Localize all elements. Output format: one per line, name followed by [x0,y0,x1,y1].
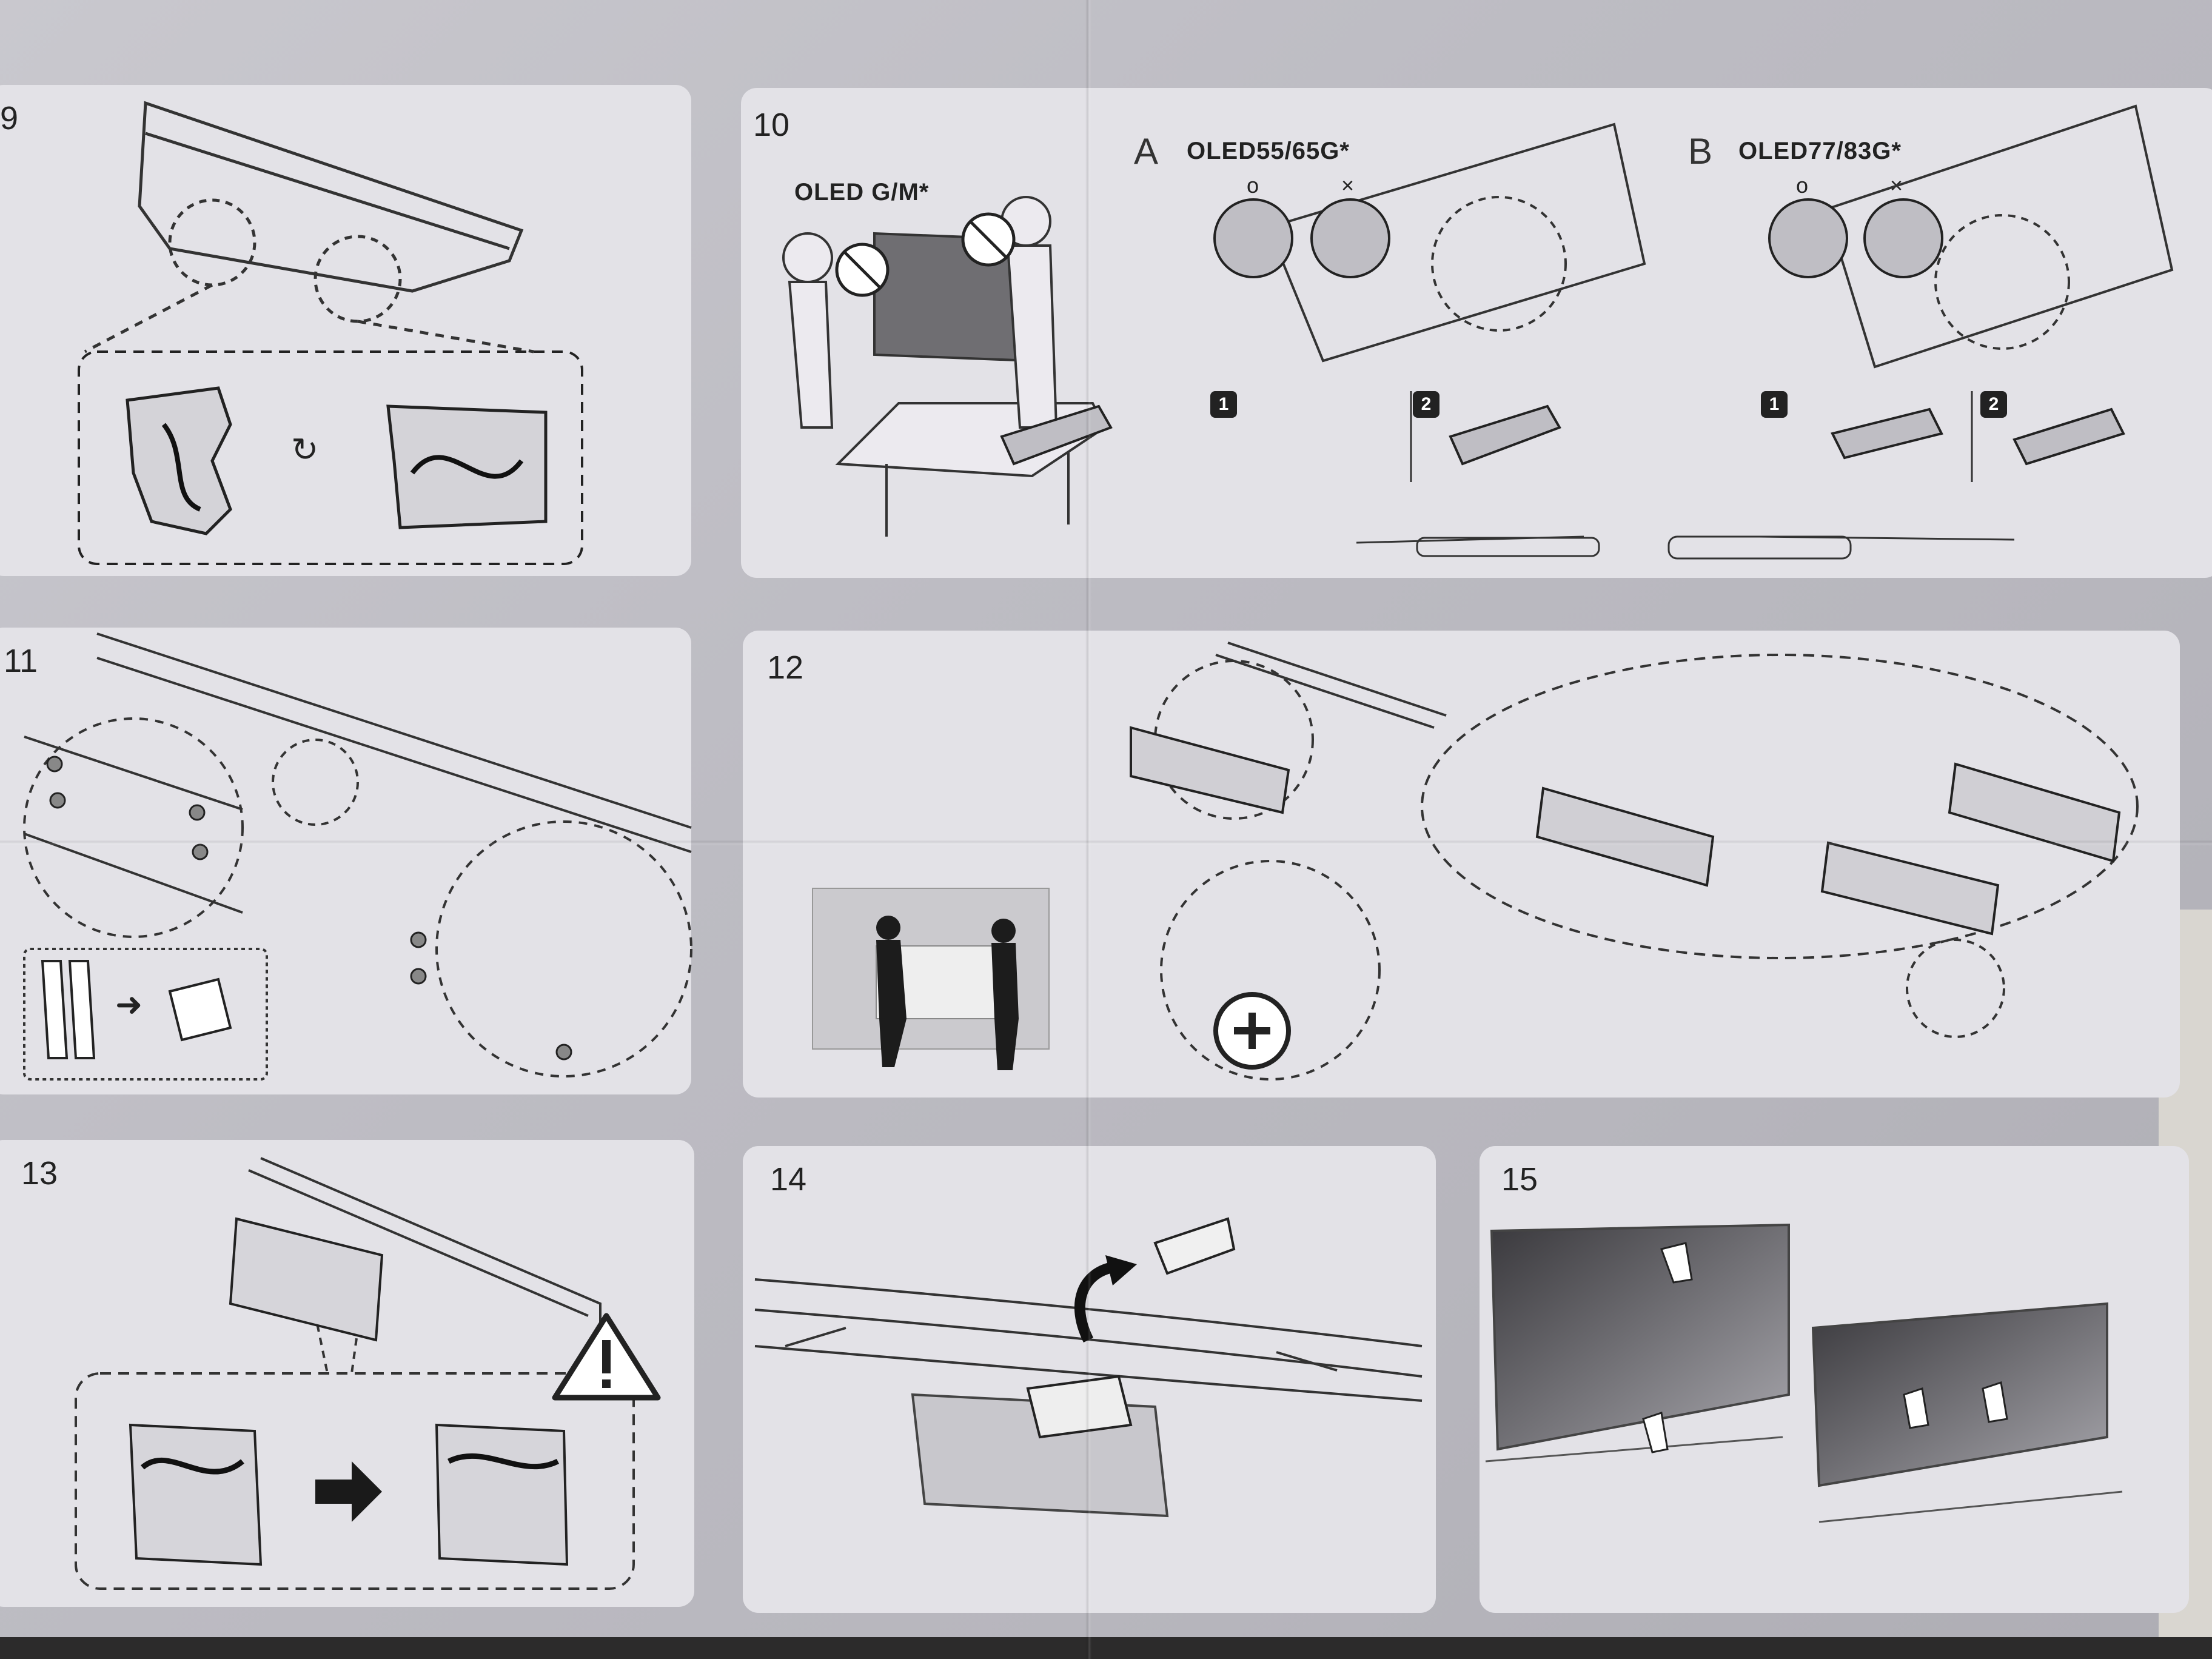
variant-a-letter: A [1134,131,1159,172]
peel-protective-film-illustration [754,1217,1423,1518]
two-people-lifting-tv-illustration [782,196,1107,537]
panel-step-15: 15 [1480,1146,2189,1613]
panel-step-13: 13 [0,1140,694,1607]
step-number: 9 [0,100,19,136]
substep-badge: 2 [1413,391,1439,418]
warning-icon [552,1313,661,1401]
variant-a-model: OLED55/65G* [1187,138,1350,164]
panel-step-14: 14 [743,1146,1436,1613]
substep-badge: 1 [1761,391,1788,418]
step-number: 12 [767,649,804,686]
panel-step-12: 12 [743,631,2180,1098]
panel-step-11: 11 ➜ [0,628,692,1094]
step-number: 14 [770,1161,807,1198]
ok-mark: o [1796,173,1809,198]
table-edge [0,1637,2212,1659]
attach-tv-to-wall-illustration [1485,1223,2123,1523]
substep-badge: 1 [1210,391,1237,418]
cable-routing-diagrams [1000,104,2174,560]
step-number: 13 [21,1155,58,1191]
step-number: 10 [753,107,790,143]
step-number: 11 [4,643,38,679]
step-number: 15 [1501,1161,1538,1198]
ok-mark: o [1247,173,1259,198]
wall-screws-illustration: ➜ [23,632,692,1081]
ng-mark: × [1341,173,1355,198]
paper-fold-vertical [1085,0,1091,1659]
variant-b-letter: B [1688,131,1713,172]
panel-step-10: 10 OLED G/M* A OLED55/65G* B OLED77/83G*… [741,88,2212,578]
variant-b-model: OLED77/83G* [1738,138,1902,164]
paper-fold-horizontal [0,840,2212,846]
cable-management-illustration [75,1157,661,1590]
mount-on-wall-illustration [812,642,2139,1081]
model-label: OLED G/M* [794,179,930,206]
panel-step-9: 9 ↻ [0,85,691,576]
svg-text:➜: ➜ [115,987,142,1023]
rotate-arrow-icon: ↻ [291,432,319,468]
bracket-illustration [78,101,583,565]
substep-badge: 2 [1980,391,2007,418]
